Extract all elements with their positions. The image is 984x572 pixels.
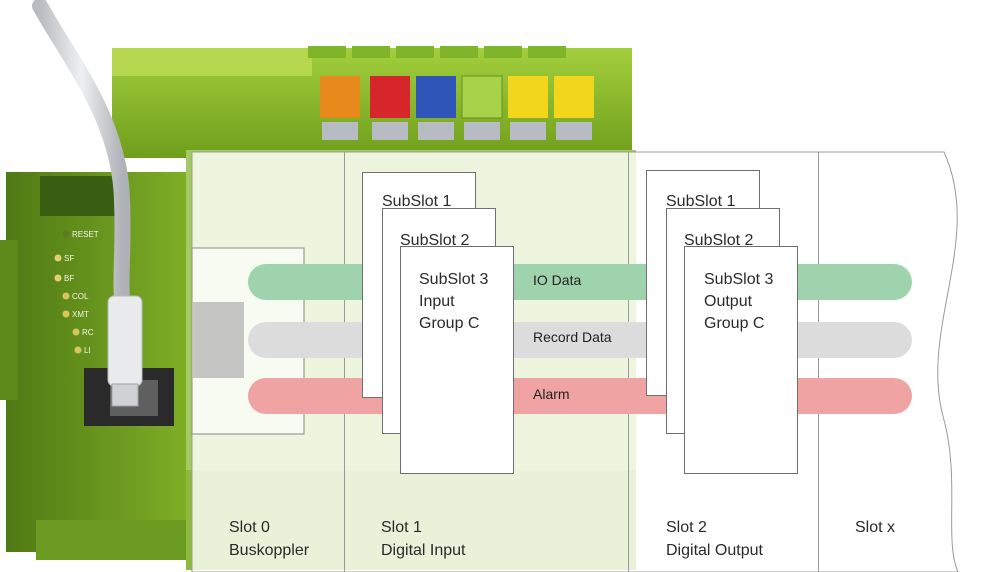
slot-2-subtitle: Digital Output: [666, 542, 763, 559]
terminal-red: [370, 76, 410, 118]
slot-x-label: Slot x: [855, 516, 895, 539]
led-label-sf: SF: [64, 254, 74, 263]
led-label-li: LI: [84, 346, 91, 355]
slot-1-label: Slot 1 Digital Input: [381, 516, 466, 562]
slot-1-title: Slot 1: [381, 519, 422, 536]
slot0-port-box: [192, 302, 244, 378]
output-subslot-3-line-2: Output: [704, 293, 753, 310]
input-subslot-2-label: SubSlot 2: [400, 232, 470, 249]
slot-divider-2: [628, 152, 629, 572]
slot-0-label: Slot 0 Buskoppler: [229, 516, 309, 562]
slot-divider-1: [344, 152, 345, 572]
output-subslot-2-label: SubSlot 2: [684, 232, 754, 249]
record-data-channel: [248, 322, 912, 358]
output-subslot-3-line-1: SubSlot 3: [704, 271, 774, 288]
slot-0-subtitle: Buskoppler: [229, 542, 310, 559]
terminal-yellow-1: [508, 76, 548, 118]
output-subslot-3-text: SubSlot 3 Output Group C: [704, 269, 773, 335]
output-subslot-3-line-3: Group C: [704, 315, 765, 332]
led-label-rc: RC: [82, 328, 94, 337]
input-subslot-3-text: SubSlot 3 Input Group C: [419, 269, 488, 335]
slot-2-title: Slot 2: [666, 519, 707, 536]
output-subslot-3: SubSlot 3 Output Group C: [684, 246, 798, 474]
io-data-label: IO Data: [533, 272, 582, 288]
io-data-channel: [248, 264, 912, 300]
slot-1-subtitle: Digital Input: [381, 542, 466, 559]
alarm-channel: [248, 378, 912, 414]
bus-coupler-front: [6, 172, 186, 552]
terminal-blue: [416, 76, 456, 118]
led-label-xmt: XMT: [72, 310, 89, 319]
input-subslot-3-line-1: SubSlot 3: [419, 271, 489, 288]
input-subslot-1-label: SubSlot 1: [382, 193, 452, 210]
input-subslot-3: SubSlot 3 Input Group C: [400, 246, 514, 474]
output-subslot-1-label: SubSlot 1: [666, 193, 736, 210]
led-label-bf: BF: [64, 274, 74, 283]
slot-divider-3: [818, 152, 819, 572]
led-label-col: COL: [72, 292, 89, 301]
slot-0-title: Slot 0: [229, 519, 270, 536]
terminal-green: [461, 75, 503, 119]
status-leds: [54, 230, 82, 354]
terminal-yellow-2: [554, 76, 594, 118]
slot-2-label: Slot 2 Digital Output: [666, 516, 763, 562]
input-subslot-3-line-2: Input: [419, 293, 455, 310]
input-subslot-3-line-3: Group C: [419, 315, 480, 332]
terminal-connectors: [308, 46, 566, 58]
alarm-label: Alarm: [533, 386, 570, 402]
ethernet-cable: [32, 0, 131, 308]
slot-x-title: Slot x: [855, 519, 896, 536]
record-data-label: Record Data: [533, 329, 612, 345]
terminal-orange: [320, 76, 360, 118]
led-label-reset: RESET: [72, 230, 99, 239]
